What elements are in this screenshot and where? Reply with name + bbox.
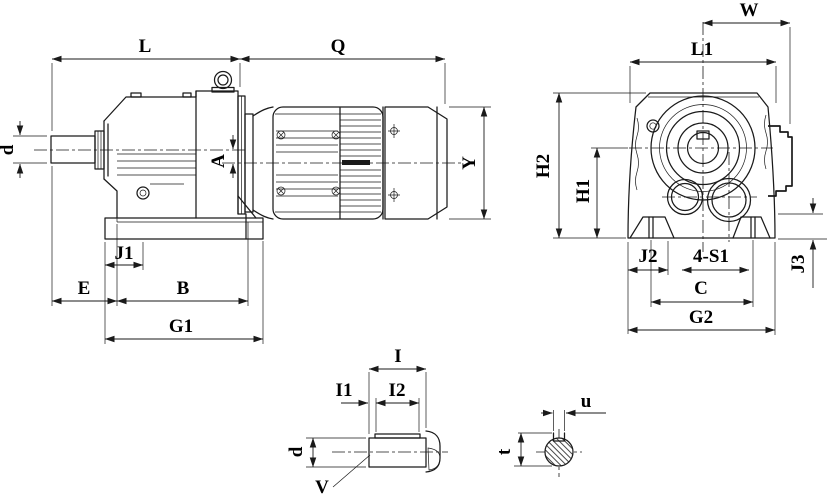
shaft-detail-dimensions: I I1 I2 d V xyxy=(286,346,427,498)
dim-label-I: I xyxy=(394,346,401,367)
key-section-dimensions: u t xyxy=(494,391,606,467)
dim-label-t: t xyxy=(494,448,515,455)
dim-label-I1: I1 xyxy=(336,380,353,401)
nameplate-slot xyxy=(342,160,370,165)
dim-label-L: L xyxy=(139,36,152,57)
dim-label-A: A xyxy=(208,154,229,168)
dim-label-I2: I2 xyxy=(389,380,406,401)
side-boss-profile xyxy=(768,125,793,197)
cowl-screw-icon xyxy=(388,124,400,202)
output-bore-boss xyxy=(646,95,756,223)
key xyxy=(374,433,421,439)
side-view-dimensions: L Q d A Y J1 E B G1 xyxy=(0,36,491,344)
dim-label-E: E xyxy=(78,278,91,299)
dim-label-C: C xyxy=(694,278,708,299)
dim-label-u: u xyxy=(581,391,592,412)
retaining-disc xyxy=(425,430,441,473)
dim-label-4-S1: 4-S1 xyxy=(693,246,729,267)
mounting-foot xyxy=(104,217,264,240)
dim-label-Y: Y xyxy=(459,156,480,170)
motor-adapter xyxy=(237,95,274,220)
dim-label-V: V xyxy=(315,477,329,498)
keyway-slot xyxy=(552,432,566,442)
dim-label-H2: H2 xyxy=(533,154,554,178)
dim-label-d-side: d xyxy=(0,144,18,155)
fan-cowl xyxy=(382,106,448,220)
side-view: L Q d A Y J1 E B G1 xyxy=(0,36,491,344)
motor-body xyxy=(272,106,384,220)
front-view: W L1 H2 H1 J2 4-S1 C G2 J3 xyxy=(533,0,827,335)
front-view-dimensions: W L1 H2 H1 J2 4-S1 C G2 J3 xyxy=(533,0,827,335)
dim-label-J1: J1 xyxy=(115,243,134,264)
bore-keyway xyxy=(696,130,710,140)
shaft-detail: I I1 I2 d V xyxy=(286,346,448,498)
dim-label-L1: L1 xyxy=(691,39,713,60)
dim-label-J3: J3 xyxy=(788,255,809,274)
dim-label-J2: J2 xyxy=(639,246,658,267)
dim-label-G1: G1 xyxy=(169,316,193,337)
dim-label-H1: H1 xyxy=(573,179,594,203)
lifting-eyebolt xyxy=(211,70,235,93)
dim-label-B: B xyxy=(177,278,190,299)
oil-plug xyxy=(136,186,150,200)
shaft-cross-section xyxy=(544,437,574,467)
dim-label-Q: Q xyxy=(331,36,346,57)
gearbox-front-body xyxy=(627,92,776,239)
housing-bolt-hole xyxy=(646,119,660,133)
dim-label-G2: G2 xyxy=(689,307,713,328)
dim-label-W: W xyxy=(740,0,759,21)
key-section: u t xyxy=(494,391,606,477)
dim-label-d-detail: d xyxy=(286,446,307,457)
motor-screw-icon xyxy=(276,130,341,196)
